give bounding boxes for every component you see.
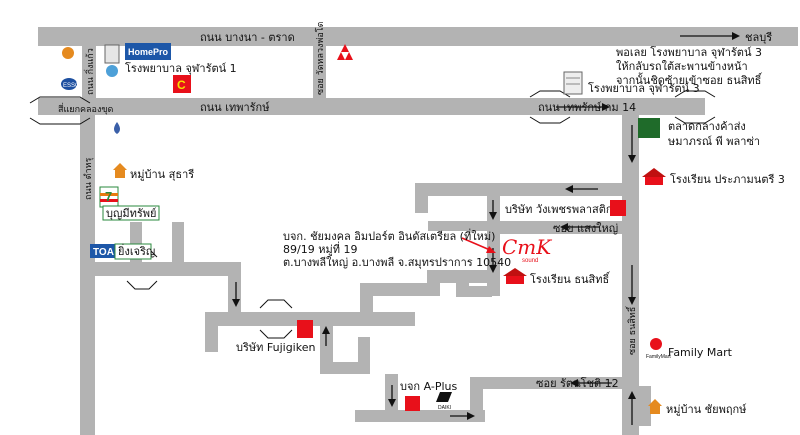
- road-king-kaew: [82, 46, 96, 98]
- overpass-1: [29, 96, 91, 125]
- label-soi-wat-luang-phor: ซอย วัดหลวงพ่อโต: [315, 21, 326, 95]
- road-bangna-trat: [38, 27, 798, 46]
- road-step-g: [487, 195, 500, 296]
- label-village-suthari: หมู่บ้าน สุธารี: [130, 168, 194, 181]
- road-right-stub: [639, 386, 651, 426]
- seven-eleven-logo: 7: [99, 186, 119, 208]
- destination-arrow: [461, 237, 491, 251]
- note-line-1: พอเลย โรงพยาบาล จุฬารัตน์ 3: [616, 45, 762, 59]
- road-step-b: [360, 283, 440, 296]
- wang-phet-marker: [610, 200, 626, 216]
- label-soi-rattanachot: ซอย รัตนโชติ 12: [536, 376, 619, 390]
- road-ying-charoen: [95, 262, 185, 276]
- road-wang-phet: [415, 183, 622, 196]
- school-thanasit-icon: [503, 268, 527, 284]
- road-link-top: [184, 262, 241, 276]
- homepro-logo: HomePro: [125, 43, 171, 60]
- destination-line-3: ต.บางพลีใหญ่ อ.บางพลี จ.สมุทรปราการ 1054…: [283, 256, 511, 269]
- label-hospital-3: โรงพยาบาล จุฬารัตน์ 3: [588, 81, 700, 95]
- overpass-marks: [29, 90, 716, 339]
- road-stub-2: [172, 222, 184, 276]
- road-network: [38, 27, 798, 435]
- bank-icon: [62, 47, 74, 59]
- road-soi-thanasit: [622, 115, 639, 435]
- road-thepharak: [38, 98, 693, 115]
- road-mid-vertical: [358, 337, 370, 374]
- label-boonmeesap: บุญมีทรัพย์: [106, 207, 156, 220]
- daiki-logo: DAIKI: [436, 392, 452, 411]
- destination-line-2: 89/19 หมู่ที่ 19: [283, 241, 357, 256]
- road-thepharak-end: [693, 98, 705, 115]
- label-chonburi: ชลบุรี: [745, 31, 772, 44]
- boonmeesap-box: [102, 205, 160, 221]
- village-suthari-icon: [113, 163, 127, 178]
- label-hospital-1: โรงพยาบาล จุฬารัตน์ 1: [125, 61, 237, 75]
- market-icon: [638, 118, 660, 138]
- family-mart-icon: FamilyMart: [646, 338, 671, 360]
- label-king-kaew: ถนน กิ่งแก้ว: [83, 48, 96, 95]
- school-pramandee-icon: [642, 168, 666, 185]
- hospital-1-icon: [104, 44, 120, 77]
- bigc-icon: C: [173, 75, 191, 93]
- mitsubishi-logo: [337, 44, 353, 60]
- road-aplus: [355, 410, 485, 422]
- label-family-mart: Family Mart: [668, 346, 733, 359]
- label-market-2: ษมาภรณ์ พี พลาซ่า: [668, 135, 760, 148]
- ying-charoen-box: [114, 243, 152, 260]
- route-arrows: [232, 32, 740, 425]
- label-tamru: ถนน ตำหรุ: [83, 158, 94, 200]
- label-soi-saeng-yai: ซอย แสงใหญ่: [553, 222, 618, 235]
- esso-icon: [61, 78, 77, 90]
- label-village-chaiyaphruek: หมู่บ้าน ชัยพฤกษ์: [666, 403, 747, 416]
- label-aplus: บจก A-Plus: [400, 380, 457, 393]
- road-fujigiken-stub: [205, 312, 218, 352]
- destination-line-1: บจก. ชัยมงคล อิมปอร์ต อินดัสเตรียล (ที่ใ…: [283, 228, 495, 243]
- road-tamru: [80, 115, 95, 435]
- label-wang-phet: บริษัท วังเพชรพลาสติก: [505, 203, 613, 216]
- label-ying-charoen: ยิ่งเจริญ: [117, 243, 155, 258]
- label-school-thanasit: โรงเรียน ธนสิทธิ์: [530, 271, 611, 286]
- fujigiken-marker: [297, 320, 313, 338]
- road-soi-wat-luang-phor: [313, 46, 326, 98]
- road-step-d: [427, 270, 487, 283]
- road-small-left: [428, 221, 488, 231]
- cmk-logo-sub: sound: [522, 258, 538, 264]
- destination-arrow-head: [486, 246, 496, 253]
- label-fujigiken: บริษัท Fujigiken: [236, 341, 315, 354]
- overpass-5: [259, 299, 293, 339]
- road-soi-rattanachot: [470, 377, 622, 389]
- label-market-1: ตลาดกลางค้าส่ง: [668, 120, 746, 133]
- note-line-3: จากนั้นชิดซ้ายเข้าซอย ธนสิทธิ์: [616, 72, 763, 87]
- cmk-logo-text: CmK: [502, 235, 552, 259]
- homepro-label: HomePro: [128, 47, 169, 57]
- label-si-yaek-khlong-khut: สี่แยกคลองขุด: [58, 102, 114, 115]
- label-soi-thanasit: ซอย ธนสิทธิ์: [625, 305, 638, 355]
- toa-label: TOA: [93, 247, 114, 258]
- label-thepharak-km14: ถนน เทพรักษ์ กม 14: [538, 101, 636, 114]
- toa-logo: TOA: [90, 244, 116, 258]
- label-thepharak: ถนน เทพารักษ์: [200, 101, 270, 114]
- cmk-logo: CmK sound: [502, 235, 552, 264]
- bank-drop-icon: [114, 122, 120, 134]
- hospital-3-icon: [563, 71, 583, 95]
- esso-label: ESSO: [63, 83, 80, 89]
- daiki-label: DAIKI: [438, 405, 451, 411]
- village-chaiyaphruek-icon: [648, 399, 662, 414]
- svg-text:C: C: [177, 78, 186, 92]
- note-line-2: ให้กลับรถใต้สะพานข้างหน้า: [616, 60, 748, 73]
- aplus-marker: [405, 396, 420, 411]
- seven-eleven-label: 7: [105, 189, 112, 204]
- road-mid-horizontal: [320, 362, 370, 374]
- road-step-f: [456, 286, 492, 297]
- label-bangna-trat: ถนน บางนา - ตราด: [200, 31, 295, 44]
- svg-text:FamilyMart: FamilyMart: [646, 354, 671, 360]
- road-wang-phet-stub: [415, 183, 428, 213]
- overpass-3: [674, 90, 716, 124]
- label-school-pramandee: โรงเรียน ประภามนตรี 3: [670, 172, 785, 186]
